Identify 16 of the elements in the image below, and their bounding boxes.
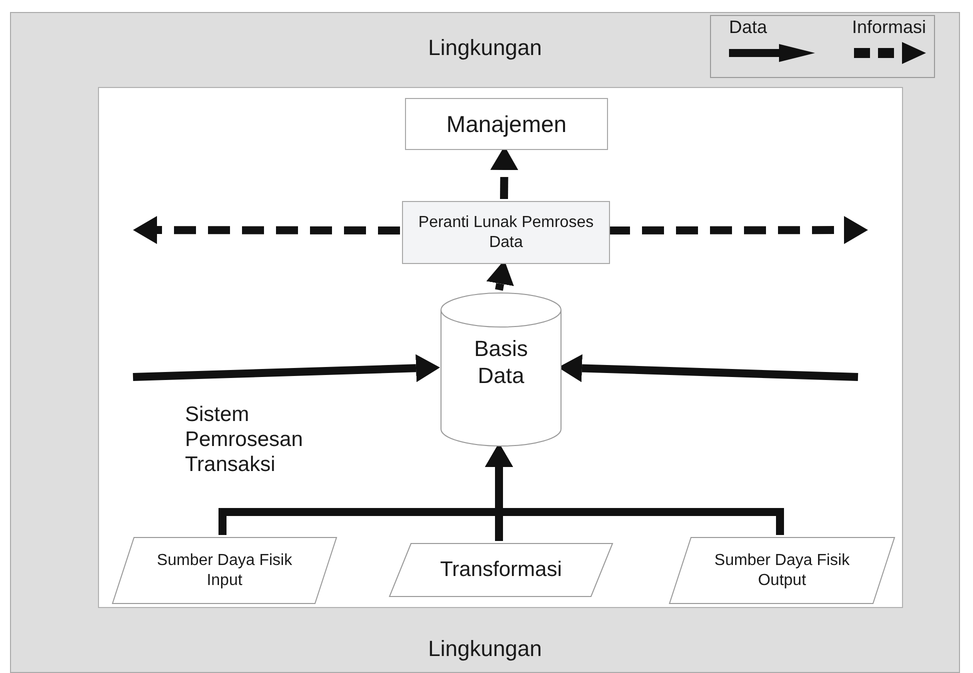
dashed-arrow <box>608 216 868 244</box>
database-cylinder: Basis Data <box>440 292 562 447</box>
legend-label: Informasi <box>852 18 926 38</box>
process-box: Manajemen <box>405 98 608 150</box>
dashed-arrow <box>133 216 400 244</box>
legend-label: Data <box>729 18 768 38</box>
system-box <box>98 87 903 608</box>
input-output-parallelogram: Transformasi <box>389 543 613 597</box>
system-label: Sistem Pemrosesan Transaksi <box>185 402 304 478</box>
environment-area <box>10 12 960 673</box>
input-output-parallelogram: Sumber Daya Fisik Input <box>112 537 337 604</box>
arrow <box>132 354 440 382</box>
environment-label: Lingkungan <box>428 35 542 61</box>
input-output-parallelogram: Sumber Daya Fisik Output <box>669 537 895 604</box>
environment-label: Lingkungan <box>428 636 542 662</box>
process-box: Peranti Lunak Pemroses Data <box>402 201 610 264</box>
